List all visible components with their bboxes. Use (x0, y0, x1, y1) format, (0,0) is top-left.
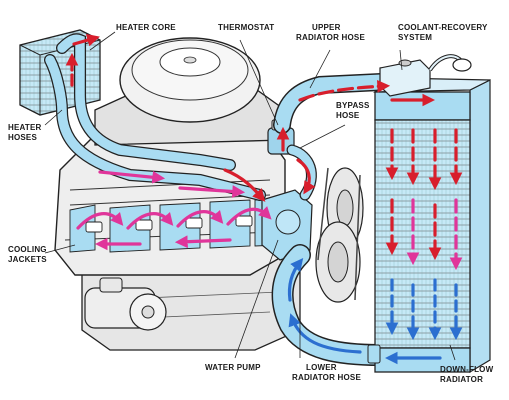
leader-lines (44, 31, 456, 361)
down-flow-radiator (367, 77, 491, 374)
upper-radiator-hose (273, 72, 414, 134)
label-cooling-jackets-1: COOLING (8, 245, 47, 254)
label-lower-radiator-hose-1: LOWER (306, 363, 337, 372)
label-water-pump: WATER PUMP (205, 363, 261, 372)
label-thermostat: THERMOSTAT (218, 23, 274, 32)
warm-flow-arrows (76, 170, 463, 271)
cool-flow-arrows (287, 258, 463, 365)
air-cleaner (119, 37, 261, 123)
label-coolant-recovery-2: SYSTEM (398, 33, 432, 42)
label-upper-radiator-hose-2: RADIATOR HOSE (296, 33, 365, 42)
label-upper-radiator-hose-1: UPPER (312, 23, 341, 32)
label-bypass-hose-2: HOSE (336, 111, 360, 120)
label-bypass-hose-1: BYPASS (336, 101, 370, 110)
starter-motor (84, 277, 167, 331)
component-labels: HEATER CORE THERMOSTAT UPPER RADIATOR HO… (8, 23, 494, 384)
label-heater-hoses-1: HEATER (8, 123, 42, 132)
label-lower-radiator-hose-2: RADIATOR HOSE (292, 373, 361, 382)
label-coolant-recovery-1: COOLANT-RECOVERY (398, 23, 488, 32)
water-pump (261, 189, 313, 261)
label-heater-hoses-2: HOSES (8, 133, 37, 142)
label-down-flow-2: RADIATOR (440, 375, 483, 384)
heater-hoses (44, 33, 266, 201)
label-down-flow-1: DOWN-FLOW (440, 365, 494, 374)
pulleys (315, 167, 364, 303)
label-heater-core: HEATER CORE (116, 23, 176, 32)
hot-flow-arrows (65, 33, 463, 261)
label-cooling-jackets-2: JACKETS (8, 255, 47, 264)
